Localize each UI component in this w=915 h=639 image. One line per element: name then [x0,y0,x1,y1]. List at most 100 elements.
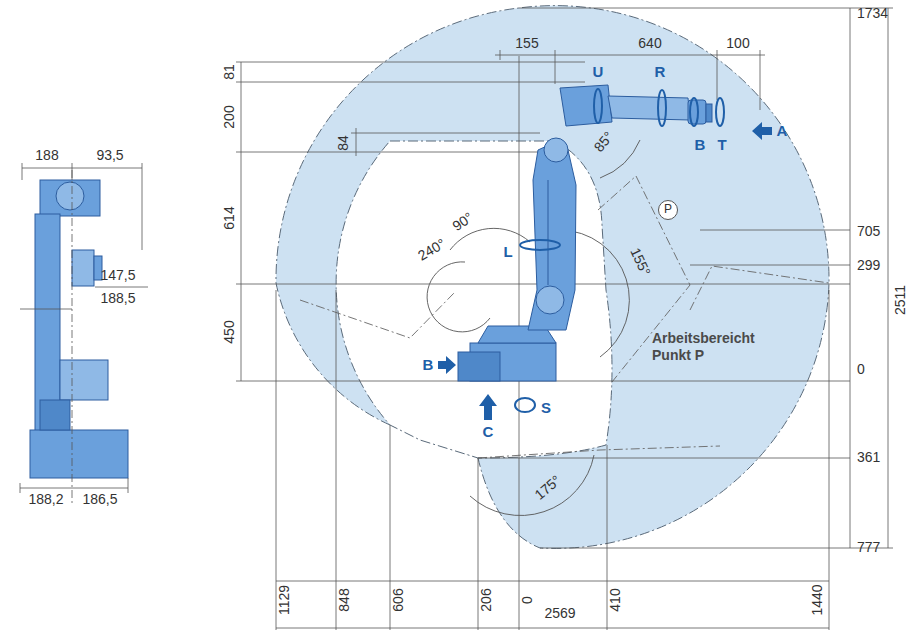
dimension-line [519,578,520,630]
side-view-illustration [40,400,70,430]
dimension-value: 450 [222,320,237,343]
dimension-value: 188,5 [100,291,135,306]
dimension-line [829,290,830,630]
dimension-line [236,8,893,630]
angle-arc [427,140,640,515]
dimension-value: 614 [222,206,237,229]
direction-arrow [438,356,456,374]
dimension-value: 1440 [810,584,825,615]
angle-value: 240° [416,236,449,264]
dimension-value: 188,2 [28,492,63,507]
dimension-line [236,62,585,63]
dimension-line [351,133,540,134]
dimension-value: 0 [520,596,535,604]
robot-illustration [458,352,500,381]
dimension-line [500,50,501,60]
robot-illustration [528,140,576,330]
robot-illustration [544,138,568,162]
axis-symbol [515,398,535,412]
dimension-line [336,290,337,630]
work-envelope [336,141,612,458]
side-view-illustration [30,430,128,478]
dimension-value: 0 [857,362,865,377]
dimension-value: 155 [515,36,538,51]
dimension-value: 299 [857,258,880,273]
dimension-line [888,8,889,548]
axis-envelope-line [478,446,720,458]
side-view-dimension [22,168,142,169]
point-marker: P [664,203,672,216]
dimension-line [717,50,718,100]
side-view-illustration [30,180,128,478]
dimension-value: 100 [726,36,749,51]
robot-illustration [706,104,712,122]
side-view-dimension [20,483,21,493]
axis-symbol [594,89,602,123]
angle-value: 155° [627,246,653,279]
side-view-dimension [95,287,148,288]
side-view-illustration [60,360,108,400]
dimension-line [236,82,585,83]
side-view-dimension [142,163,143,250]
side-view-illustration [40,180,100,216]
axis-letter: T [717,137,726,154]
area-note: Arbeitsbereicht Punkt P [652,330,777,364]
side-view-dimension [72,170,73,505]
dimension-value: 2569 [544,606,575,621]
angle-arc [470,455,594,515]
dimension-value: 777 [857,540,880,555]
dimension-line [236,152,540,153]
dimension-value: 640 [638,36,661,51]
dimension-line [690,265,850,266]
dimension-value: 147,5 [100,268,135,283]
dimension-value: 2511 [893,285,908,315]
dimension-line [478,458,850,459]
dimension-value: 1129 [277,585,292,615]
dimension-value: 93,5 [96,148,123,163]
side-view-dimension [20,309,72,310]
dimension-line [850,8,851,548]
robot-illustration [548,180,549,285]
dimension-value: 206 [479,588,494,611]
dimension-line [241,62,242,381]
dimension-value: 186,5 [82,492,117,507]
dimension-value: 81 [222,64,237,80]
axis-symbol [690,98,698,126]
dimension-value: 848 [337,588,352,611]
point-marker-circle [659,201,678,220]
direction-arrow [752,122,772,140]
robot-illustration [608,96,690,120]
dimension-line [276,628,829,629]
side-view-illustration [72,250,94,286]
axis-letter: A [777,123,788,140]
dimension-line [760,50,761,110]
side-view-dimension [20,488,128,489]
work-envelope [276,6,829,549]
axis-letter: L [503,244,512,261]
robot-illustration [536,286,564,314]
side-view-dimension [22,163,23,180]
axis-symbol [658,90,666,126]
axis-letter: U [593,64,604,81]
axis-letter: R [655,64,666,81]
angle-arc [427,262,490,332]
dimension-value: 188 [35,148,58,163]
dimension-value: 361 [857,450,880,465]
axis-letter: B [423,357,434,374]
dimension-line [700,230,850,231]
dimension-value: 200 [222,105,237,128]
dimension-line [519,56,520,578]
dimension-line [276,290,277,630]
axis-letter: S [541,400,551,417]
dimension-value: 606 [391,588,406,611]
dimension-value: 705 [857,224,880,239]
dimension-value: 1734 [857,6,888,21]
axis-symbol [515,89,724,412]
side-view-illustration [56,182,84,210]
side-view-dimension [20,163,148,505]
dimension-line [540,548,850,549]
axis-envelope-line [690,266,829,310]
dimension-line [276,581,829,582]
